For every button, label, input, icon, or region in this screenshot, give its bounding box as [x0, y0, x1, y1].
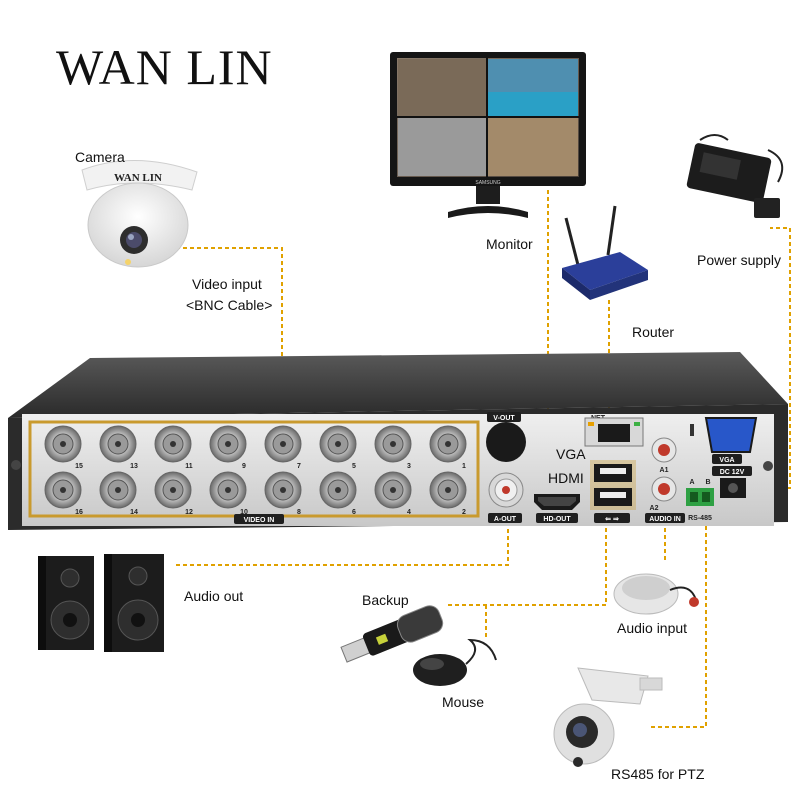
vga-connector-label: VGA: [556, 446, 586, 462]
bnc-port: 1: [429, 425, 467, 470]
camera-logo: WAN LIN: [114, 172, 162, 184]
dome-camera-icon: WAN LIN: [81, 159, 198, 268]
bnc-port-number: 13: [130, 463, 138, 470]
video-in-tag: VIDEO IN: [234, 514, 284, 524]
camera-label: Camera: [75, 149, 125, 165]
svg-text:⇐ ⇒: ⇐ ⇒: [605, 516, 619, 523]
vga-port: VGA: [690, 417, 758, 464]
mouse-label: Mouse: [442, 694, 485, 710]
power-adapter-icon: [686, 134, 784, 218]
rs485-port: A B RS-485: [686, 479, 714, 522]
a-out-port: A-OUT: [488, 472, 524, 523]
bnc-port: 12: [154, 471, 193, 516]
video-input-line: [176, 247, 283, 412]
backup-label: Backup: [362, 592, 409, 608]
svg-text:B: B: [705, 479, 710, 486]
mouse-icon: [413, 638, 497, 686]
v-out-port: V-OUT: [486, 412, 526, 462]
bnc-port: 8: [264, 471, 302, 516]
bnc-port-number: 12: [185, 509, 193, 516]
audio-out-label: Audio out: [184, 588, 244, 604]
svg-text:VGA: VGA: [719, 457, 734, 464]
bnc-port: 3: [374, 425, 412, 470]
svg-text:A-OUT: A-OUT: [494, 516, 517, 523]
bnc-port-number: 5: [352, 463, 356, 470]
video-input-label: Video input: [192, 276, 262, 292]
audio-input-label: Audio input: [617, 620, 688, 636]
bnc-port: 10: [209, 471, 248, 516]
bnc-port-grid: 15 13 11 9 7 5 3 1 16 14 12 10 8 6 4 2: [44, 425, 467, 516]
bnc-port: 9: [209, 425, 247, 470]
svg-text:RS-485: RS-485: [688, 515, 712, 522]
bnc-port-number: 2: [462, 509, 466, 516]
svg-text:HD-OUT: HD-OUT: [543, 516, 571, 523]
svg-text:V-OUT: V-OUT: [493, 415, 515, 422]
bnc-port-number: 7: [297, 463, 301, 470]
svg-text:A1: A1: [660, 467, 669, 474]
svg-text:VIDEO IN: VIDEO IN: [244, 517, 275, 524]
bnc-port-number: 9: [242, 463, 246, 470]
bnc-port: 2: [429, 471, 467, 516]
svg-text:DC 12V: DC 12V: [720, 469, 745, 476]
monitor-label: Monitor: [486, 236, 533, 252]
bnc-port-number: 3: [407, 463, 411, 470]
audio-in-ports: A1 A2 AUDIO IN: [645, 437, 685, 523]
bnc-port: 7: [264, 425, 302, 470]
bnc-port: 16: [44, 471, 83, 516]
bnc-port-number: 6: [352, 509, 356, 516]
audio-out-line: [176, 488, 509, 566]
ptz-line: [648, 512, 707, 728]
bnc-port: 4: [374, 471, 412, 516]
ptz-label: RS485 for PTZ: [611, 766, 705, 782]
bnc-port-number: 15: [75, 463, 83, 470]
bnc-port-number: 4: [407, 509, 411, 516]
bnc-port: 5: [319, 425, 357, 470]
usb-drive-icon: [340, 605, 444, 663]
svg-text:A2: A2: [650, 505, 659, 512]
router-label: Router: [632, 324, 675, 340]
brand-logo: WAN LIN: [56, 39, 273, 95]
monitor-brand: SAMSUNG: [475, 180, 500, 186]
bnc-port: 6: [319, 471, 357, 516]
bnc-port-number: 11: [185, 463, 193, 470]
bnc-port: 13: [99, 425, 138, 470]
bnc-port-number: 10: [240, 509, 248, 516]
hdmi-port: HD-OUT: [534, 494, 580, 523]
ptz-camera-icon: [553, 667, 663, 767]
speaker-icon: [38, 554, 164, 652]
microphone-icon: [613, 573, 699, 615]
bnc-port: 14: [99, 471, 138, 516]
monitor-icon: SAMSUNG: [390, 52, 586, 218]
net-port: NET: [584, 415, 644, 447]
bnc-cable-label: <BNC Cable>: [186, 297, 273, 313]
backup-line: [448, 500, 607, 606]
bnc-port-number: 8: [297, 509, 301, 516]
dc-12v-port: DC 12V: [712, 466, 752, 498]
bnc-port: 11: [154, 425, 193, 470]
hdmi-connector-label: HDMI: [548, 470, 584, 486]
bnc-port-number: 1: [462, 463, 466, 470]
bnc-port: 15: [44, 425, 83, 470]
svg-text:AUDIO IN: AUDIO IN: [649, 516, 681, 523]
bnc-port-number: 16: [75, 509, 83, 516]
usb-ports: ⇐ ⇒: [590, 460, 636, 523]
svg-text:A: A: [689, 479, 694, 486]
bnc-port-number: 14: [130, 509, 138, 516]
router-icon: [562, 205, 648, 300]
power-supply-label: Power supply: [697, 252, 782, 268]
